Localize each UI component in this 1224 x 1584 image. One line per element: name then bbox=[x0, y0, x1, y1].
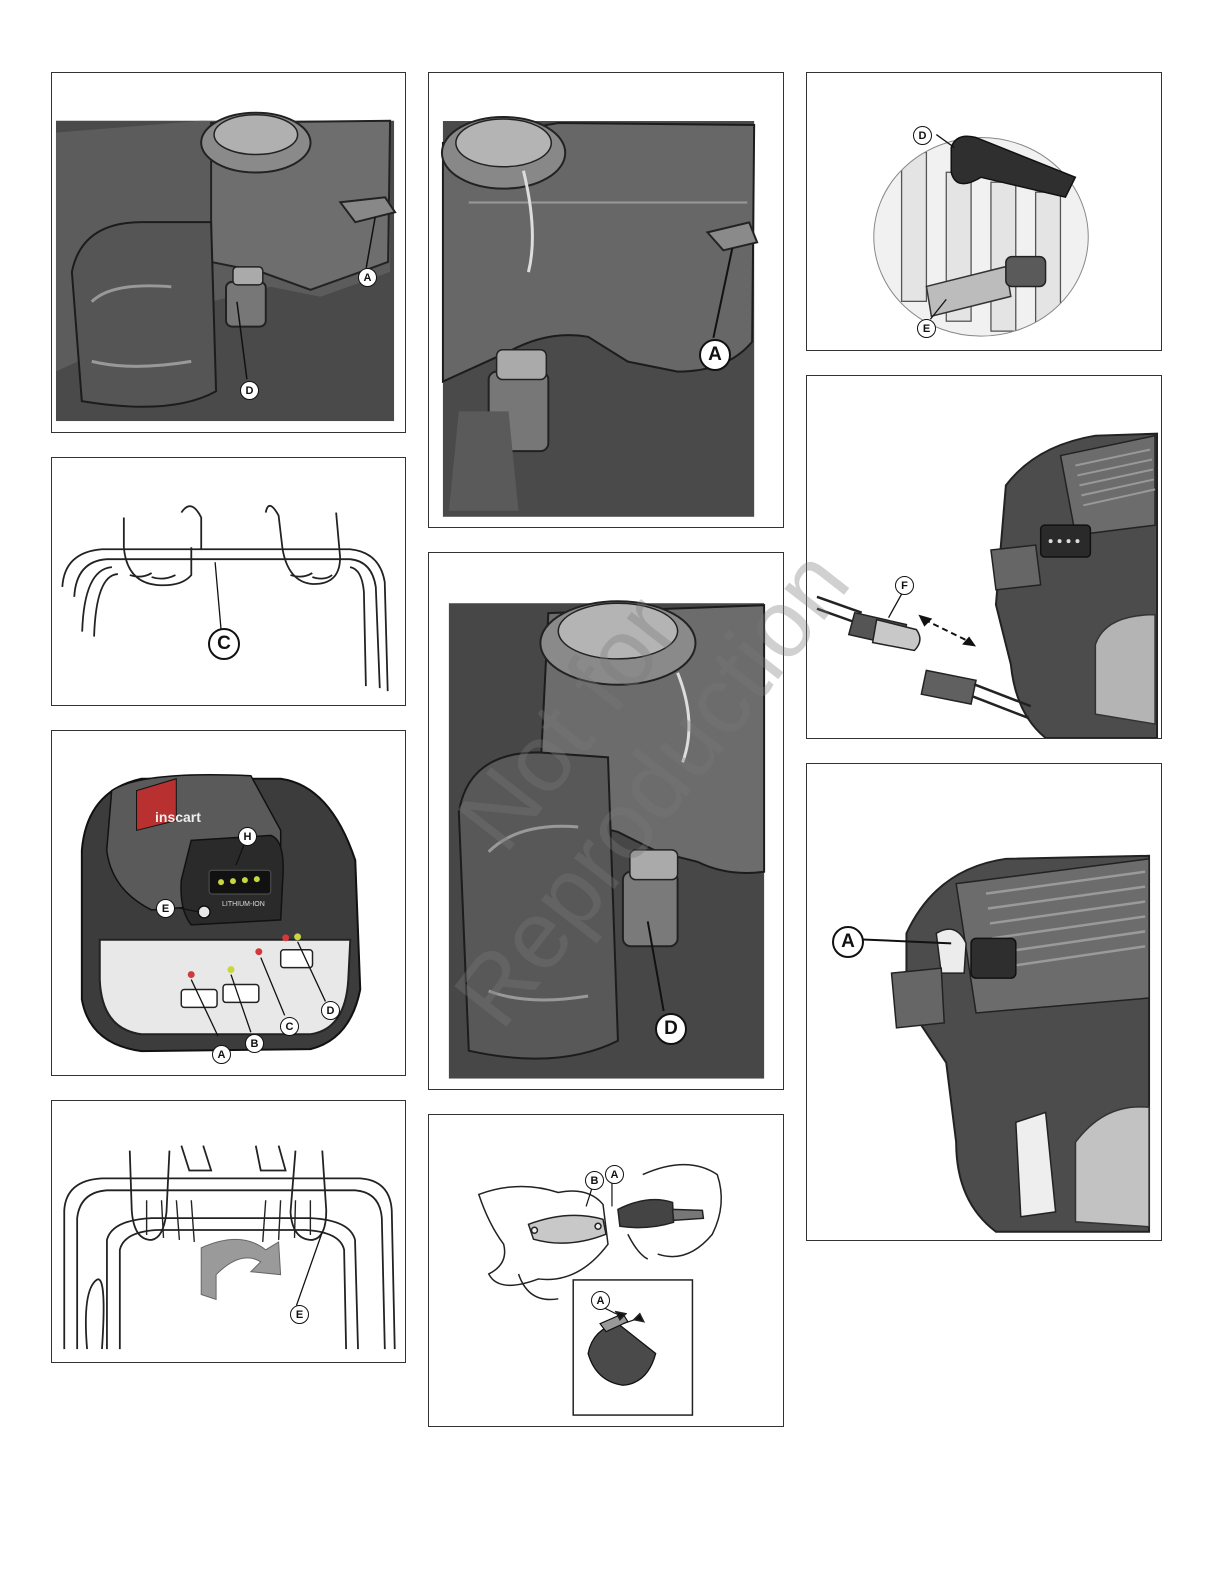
callout-c: C bbox=[208, 628, 240, 660]
fuel-valve-illustration bbox=[429, 553, 783, 1089]
callout-h: H bbox=[238, 827, 257, 846]
figure-gasket: B A A bbox=[428, 1114, 784, 1427]
figure-fuel-tank-right: A bbox=[428, 72, 784, 528]
callout-inset-a: A bbox=[591, 1291, 610, 1310]
callout-a: A bbox=[605, 1165, 624, 1184]
callout-e: E bbox=[156, 899, 175, 918]
callout-a: A bbox=[358, 268, 377, 287]
gasket-illustration bbox=[429, 1115, 783, 1426]
engine-top-illustration bbox=[807, 764, 1161, 1240]
fuel-tank-large-illustration bbox=[429, 73, 783, 527]
callout-e: E bbox=[290, 1305, 309, 1324]
callout-e: E bbox=[917, 319, 936, 338]
spark-plug-illustration bbox=[807, 73, 1161, 350]
callout-a: A bbox=[699, 339, 731, 371]
figure-handle-push: E bbox=[51, 1100, 406, 1363]
callout-a: A bbox=[212, 1045, 231, 1064]
battery-type-text: LITHIUM-ION bbox=[222, 901, 265, 908]
handle-push-illustration bbox=[52, 1101, 405, 1362]
callout-b: B bbox=[245, 1034, 264, 1053]
fuel-tank-illustration bbox=[52, 73, 405, 432]
callout-a: A bbox=[832, 926, 864, 958]
figure-charger: inscart LITHIUM-ION H E A B C D bbox=[51, 730, 406, 1076]
callout-d: D bbox=[240, 381, 259, 400]
callout-f: F bbox=[895, 576, 914, 595]
callout-d: D bbox=[913, 126, 932, 145]
callout-d: D bbox=[655, 1013, 687, 1045]
figure-handle-grip: C bbox=[51, 457, 406, 706]
figure-fuel-valve-mid: D bbox=[428, 552, 784, 1090]
figure-spark-plug: D E bbox=[806, 72, 1162, 351]
callout-c: C bbox=[280, 1017, 299, 1036]
figure-fuel-valve-left: A D bbox=[51, 72, 406, 433]
callout-d: D bbox=[321, 1001, 340, 1020]
brand-logo-text: inscart bbox=[155, 809, 201, 825]
figure-engine-top: A bbox=[806, 763, 1162, 1241]
connector-illustration bbox=[807, 376, 1161, 738]
handle-grip-illustration bbox=[52, 458, 405, 705]
figure-connector: F bbox=[806, 375, 1162, 739]
callout-b: B bbox=[585, 1171, 604, 1190]
